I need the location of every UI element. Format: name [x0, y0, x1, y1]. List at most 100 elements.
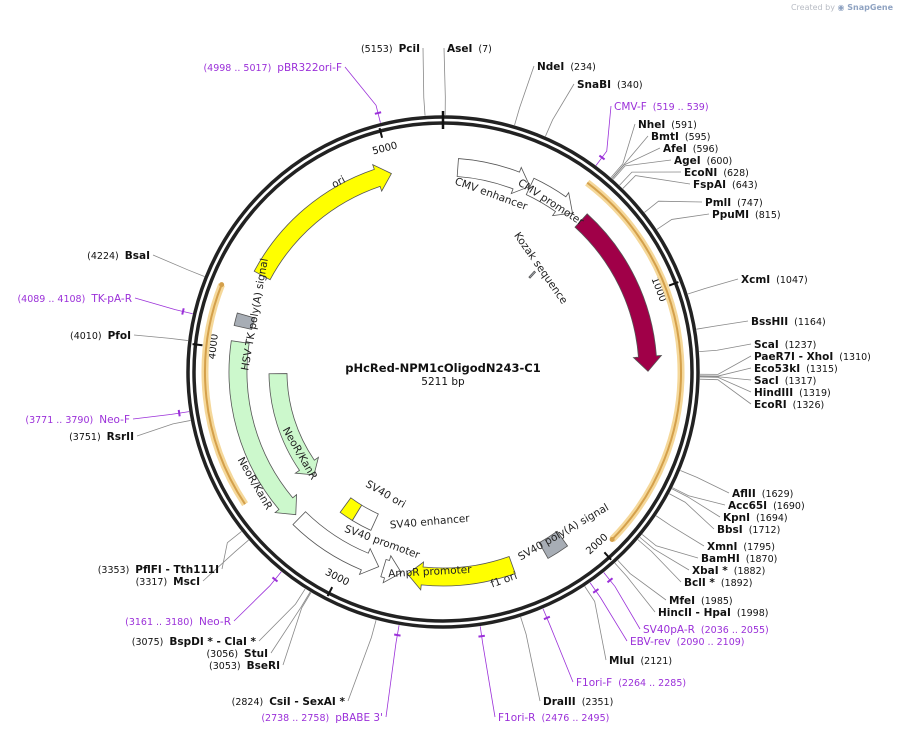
pbr322ori-f-label: (4998 .. 5017)pBR322ori-F [203, 62, 342, 74]
scale-tick-label: 5000 [371, 140, 398, 157]
pbabe-3-primer-bar [394, 633, 401, 637]
scale-tick [378, 127, 384, 139]
sv40pa-r-primer-bar [606, 577, 614, 584]
neor-kanr-inner-feature [268, 373, 320, 476]
ndei-label: NdeI(234) [537, 61, 596, 73]
bspdi-clai-leader [258, 588, 306, 642]
ampr-promoter-feature [380, 554, 402, 584]
cmv-promoter-feature [525, 177, 573, 217]
hcred1-orf-end [609, 536, 615, 542]
scai-label: ScaI(1237) [754, 339, 816, 351]
ecori-label: EcoRI(1326) [754, 399, 824, 411]
eco53ki-leader [699, 367, 752, 377]
ndei-leader [514, 65, 535, 126]
ecori-leader [699, 378, 752, 405]
feature-label: SV40 enhancer [389, 512, 470, 531]
ebv-rev-primer-bar [592, 588, 600, 594]
kozak-feature [528, 270, 537, 279]
msci-label: (3317)MscI [136, 576, 200, 588]
tk-pa-r-primer-bar [181, 308, 185, 315]
nhei-leader [610, 123, 636, 178]
draiii-leader [520, 616, 541, 702]
feature-label: SV40 poly(A) signal [516, 502, 611, 564]
f1ori-f-primer-bar [543, 615, 551, 621]
pflfi-tth111i-label: (3353)PflFI - Tth111I [98, 564, 219, 576]
xcmi-leader [687, 278, 739, 295]
f1ori-r-primer-bar [478, 634, 485, 638]
rsrii-label: (3751)RsrII [69, 431, 134, 443]
scale-tick [192, 343, 203, 347]
msci-leader [202, 539, 249, 582]
stui-leader [270, 591, 311, 654]
pmli-label: PmlI(747) [705, 197, 763, 209]
plasmid-size: 5211 bp [421, 376, 465, 388]
rsrii-leader [136, 420, 191, 437]
fspai-label: FspAI(643) [693, 179, 758, 191]
pfoi-label: (4010)PfoI [70, 330, 131, 342]
fspai-leader [622, 175, 691, 189]
hincii-hpai-label: HincII - HpaI(1998) [658, 607, 768, 619]
aflii-leader [680, 470, 730, 494]
bbsi-leader [669, 493, 715, 530]
sv40-promoter-feature [292, 511, 380, 576]
watermark: Created by ◉ SnapGene [790, 3, 893, 12]
plasmid-name: pHcRed-NPM1cOligodN243-C1 [345, 361, 541, 375]
neo-r-leader [233, 571, 282, 622]
bmti-label: BmtI(595) [651, 131, 710, 143]
xbai-label: XbaI *(1882) [692, 565, 765, 577]
neor-orf-end [219, 282, 225, 288]
hincii-hpai-leader [614, 562, 656, 613]
bsai-label: (4224)BsaI [87, 250, 150, 262]
draiii-label: DraIII(2351) [543, 696, 613, 708]
snabi-label: SnaBI(340) [577, 79, 643, 91]
asei-label: AseI(7) [447, 43, 492, 55]
bseri-leader [282, 592, 312, 666]
bsshii-label: BssHII(1164) [751, 316, 826, 328]
bbsi-label: BbsI(1712) [717, 524, 780, 536]
asei-leader [443, 47, 446, 116]
nhei-label: NheI(591) [638, 119, 697, 131]
xcmi-label: XcmI(1047) [741, 274, 808, 286]
f1ori-r-label: F1ori-R(2476 .. 2495) [498, 712, 609, 724]
cmv-f-leader [595, 105, 612, 166]
stui-label: (3056)StuI [206, 648, 268, 660]
f1ori-r-leader [479, 626, 496, 718]
bcli-label: BclI *(1892) [684, 577, 752, 589]
feature-label: Kozak sequence [511, 230, 569, 306]
saci-leader [699, 376, 752, 381]
mlui-label: MluI(2121) [609, 655, 672, 667]
bcli-leader [637, 539, 682, 583]
feature-label: SV40 ori [363, 478, 407, 511]
feature-label: ori [330, 174, 348, 191]
acc65i-leader [672, 487, 726, 506]
sv40pa-r-label: SV40pA-R(2036 .. 2055) [643, 624, 769, 636]
scale-tick [668, 281, 679, 287]
afei-label: AfeI(596) [663, 143, 718, 155]
sv40-ori-feature [339, 497, 363, 522]
neo-r-primer-bar [271, 576, 279, 583]
ebv-rev-label: EBV-rev(2090 .. 2109) [630, 636, 745, 648]
scale-tick [603, 551, 612, 561]
hsv-tk-polya-feature [233, 312, 256, 330]
pmli-leader [644, 200, 703, 213]
afei-leader [611, 147, 661, 179]
scai-leader [699, 343, 752, 353]
f1ori-f-label: F1ori-F(2264 .. 2285) [576, 677, 686, 689]
ori-feature [253, 163, 392, 281]
bsshii-leader [696, 320, 749, 330]
sv40pa-r-leader [603, 572, 641, 630]
neo-f-label: (3771 .. 3790)Neo-F [25, 414, 130, 426]
pcii-leader [422, 47, 426, 116]
neo-r-label: (3161 .. 3180)Neo-R [125, 616, 231, 628]
xbai-leader [639, 536, 690, 571]
kpni-leader [671, 488, 721, 518]
ppumi-leader [656, 213, 710, 230]
agei-leader [612, 159, 672, 180]
cmv-f-primer-bar [598, 154, 606, 161]
hindiii-label: HindIII(1319) [754, 387, 831, 399]
bsai-leader [152, 254, 205, 277]
sv40-polya-feature [538, 530, 569, 559]
csii-sexai-leader [347, 620, 377, 702]
pbabe-3-label: (2738 .. 2758)pBABE 3' [261, 712, 383, 724]
